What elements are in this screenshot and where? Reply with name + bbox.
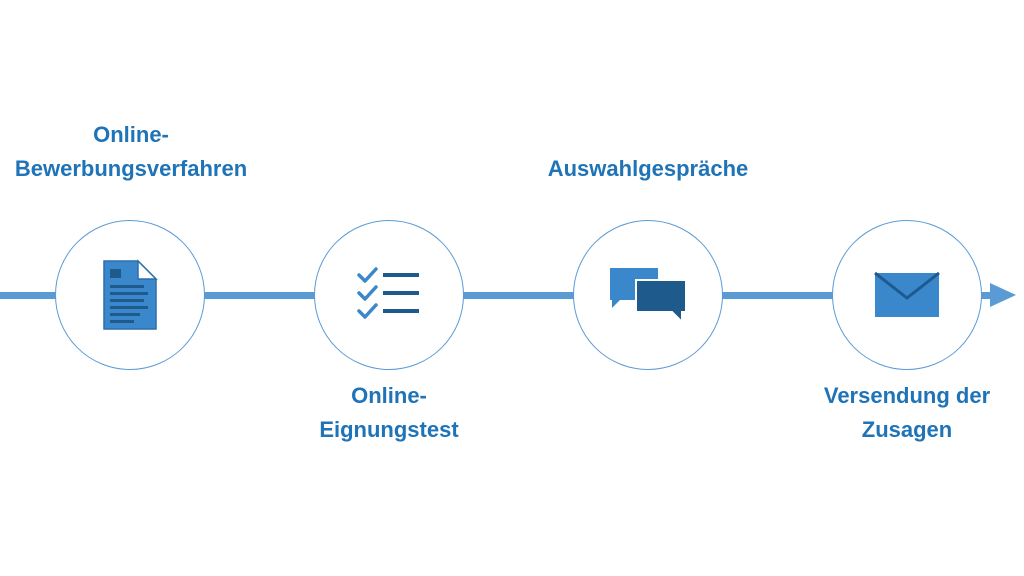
- step-label-online-test: Online- Eignungstest: [319, 383, 459, 442]
- step-label-interviews: Auswahlgespräche: [547, 156, 749, 181]
- envelope-icon: [874, 272, 940, 317]
- step-circle-online-test: [314, 220, 464, 370]
- step-circle-interviews: [573, 220, 723, 370]
- checklist-icon: [357, 267, 419, 319]
- step-circle-online-application: [55, 220, 205, 370]
- chat-bubbles-icon: [610, 268, 687, 324]
- step-label-online-application: Online- Bewerbungsverfahren: [14, 122, 248, 181]
- timeline-arrowhead: [990, 283, 1016, 307]
- step-label-acceptance: Versendung der Zusagen: [823, 383, 991, 442]
- step-circle-acceptance: [832, 220, 982, 370]
- document-icon: [103, 259, 158, 330]
- timeline-line: [0, 292, 992, 299]
